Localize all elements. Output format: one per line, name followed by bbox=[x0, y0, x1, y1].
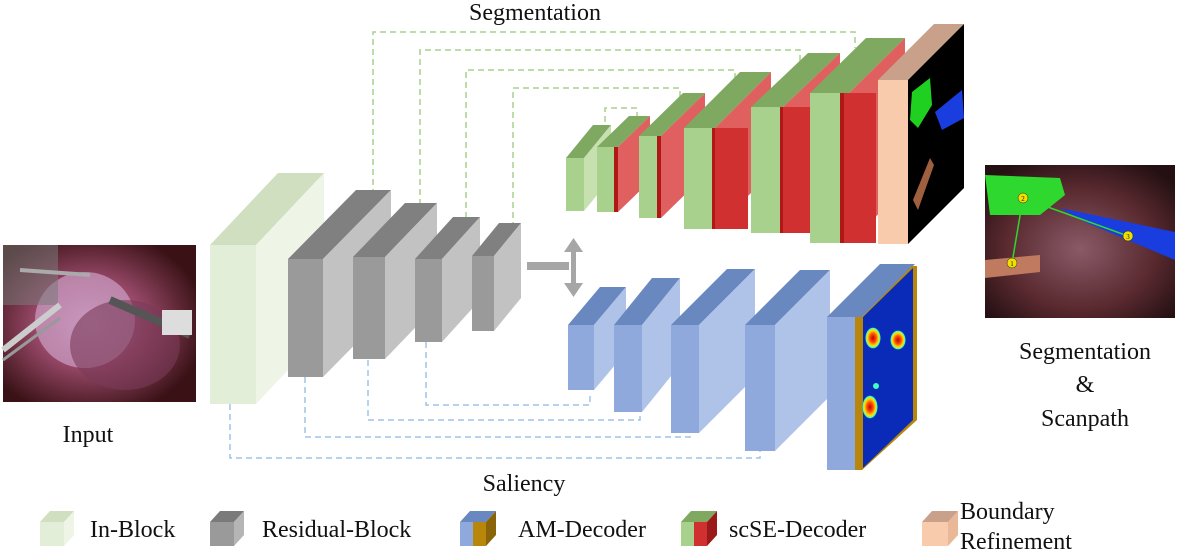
skip-line-sal-3 bbox=[367, 360, 641, 421]
skip-line-sal-4 bbox=[425, 342, 591, 406]
svg-text:2: 2 bbox=[1021, 195, 1025, 203]
am-decoder-block-4 bbox=[745, 270, 830, 451]
svg-text:1: 1 bbox=[1010, 260, 1014, 268]
skip-line-seg-4 bbox=[512, 87, 681, 228]
legend-label-scse-decoder: scSE-Decoder bbox=[729, 517, 866, 543]
skip-line-seg-5 bbox=[604, 107, 638, 122]
am-decoder-block-1 bbox=[568, 287, 626, 390]
residual-block-2 bbox=[353, 203, 437, 359]
legend-item-am-decoder: AM-Decoder bbox=[460, 511, 646, 546]
saliency-branch-label: Saliency bbox=[483, 471, 566, 497]
skip-line-seg-2 bbox=[419, 49, 801, 205]
residual-block-4 bbox=[472, 223, 521, 331]
scanpath-marker-1: 1 bbox=[1006, 257, 1018, 269]
skip-line-seg-1 bbox=[372, 31, 856, 195]
segmentation-branch-label: Segmentation bbox=[469, 0, 601, 26]
output-label-line3: Scanpath bbox=[1041, 406, 1129, 432]
saliency-decoder bbox=[568, 264, 917, 470]
skip-connections-segmentation bbox=[372, 31, 856, 228]
svg-text:3: 3 bbox=[1126, 233, 1130, 241]
legend-label-boundary-refinement-line1: Boundary bbox=[960, 499, 1055, 525]
segmentation-decoder bbox=[566, 24, 964, 244]
skip-line-sal-2 bbox=[304, 377, 691, 438]
legend-item-boundary-refinement: Boundary Refinement bbox=[922, 499, 1072, 554]
encoder bbox=[210, 173, 521, 404]
am-decoder-block-2 bbox=[614, 278, 680, 412]
residual-block-3 bbox=[415, 217, 480, 342]
am-decoder-block-3 bbox=[671, 269, 755, 433]
output-image: 1 2 3 bbox=[985, 165, 1175, 318]
legend-label-residual-block: Residual-Block bbox=[262, 517, 411, 543]
output-label-line2: & bbox=[1076, 372, 1095, 398]
input-image bbox=[1, 245, 196, 402]
skip-connections-saliency bbox=[229, 342, 761, 459]
scanpath-marker-2: 2 bbox=[1017, 192, 1029, 204]
input-label: Input bbox=[63, 422, 114, 448]
am-decoder-block-5 bbox=[827, 264, 915, 470]
saliency-output-map bbox=[862, 266, 917, 470]
legend-item-scse-decoder: scSE-Decoder bbox=[681, 511, 866, 546]
boundary-refinement-block bbox=[878, 24, 964, 244]
legend-label-in-block: In-Block bbox=[90, 517, 175, 543]
legend-label-boundary-refinement-line2: Refinement bbox=[960, 529, 1072, 554]
legend: In-Block Residual-Block AM-Decoder scSE-… bbox=[40, 499, 1072, 554]
skip-line-seg-3 bbox=[465, 69, 736, 218]
legend-label-am-decoder: AM-Decoder bbox=[518, 517, 646, 543]
segmentation-output-map bbox=[908, 24, 964, 244]
output-label-line1: Segmentation bbox=[1019, 339, 1151, 365]
branch-arrows bbox=[527, 238, 583, 297]
legend-item-residual-block: Residual-Block bbox=[210, 511, 411, 546]
legend-item-in-block: In-Block bbox=[40, 511, 175, 546]
scanpath-marker-3: 3 bbox=[1122, 230, 1134, 242]
